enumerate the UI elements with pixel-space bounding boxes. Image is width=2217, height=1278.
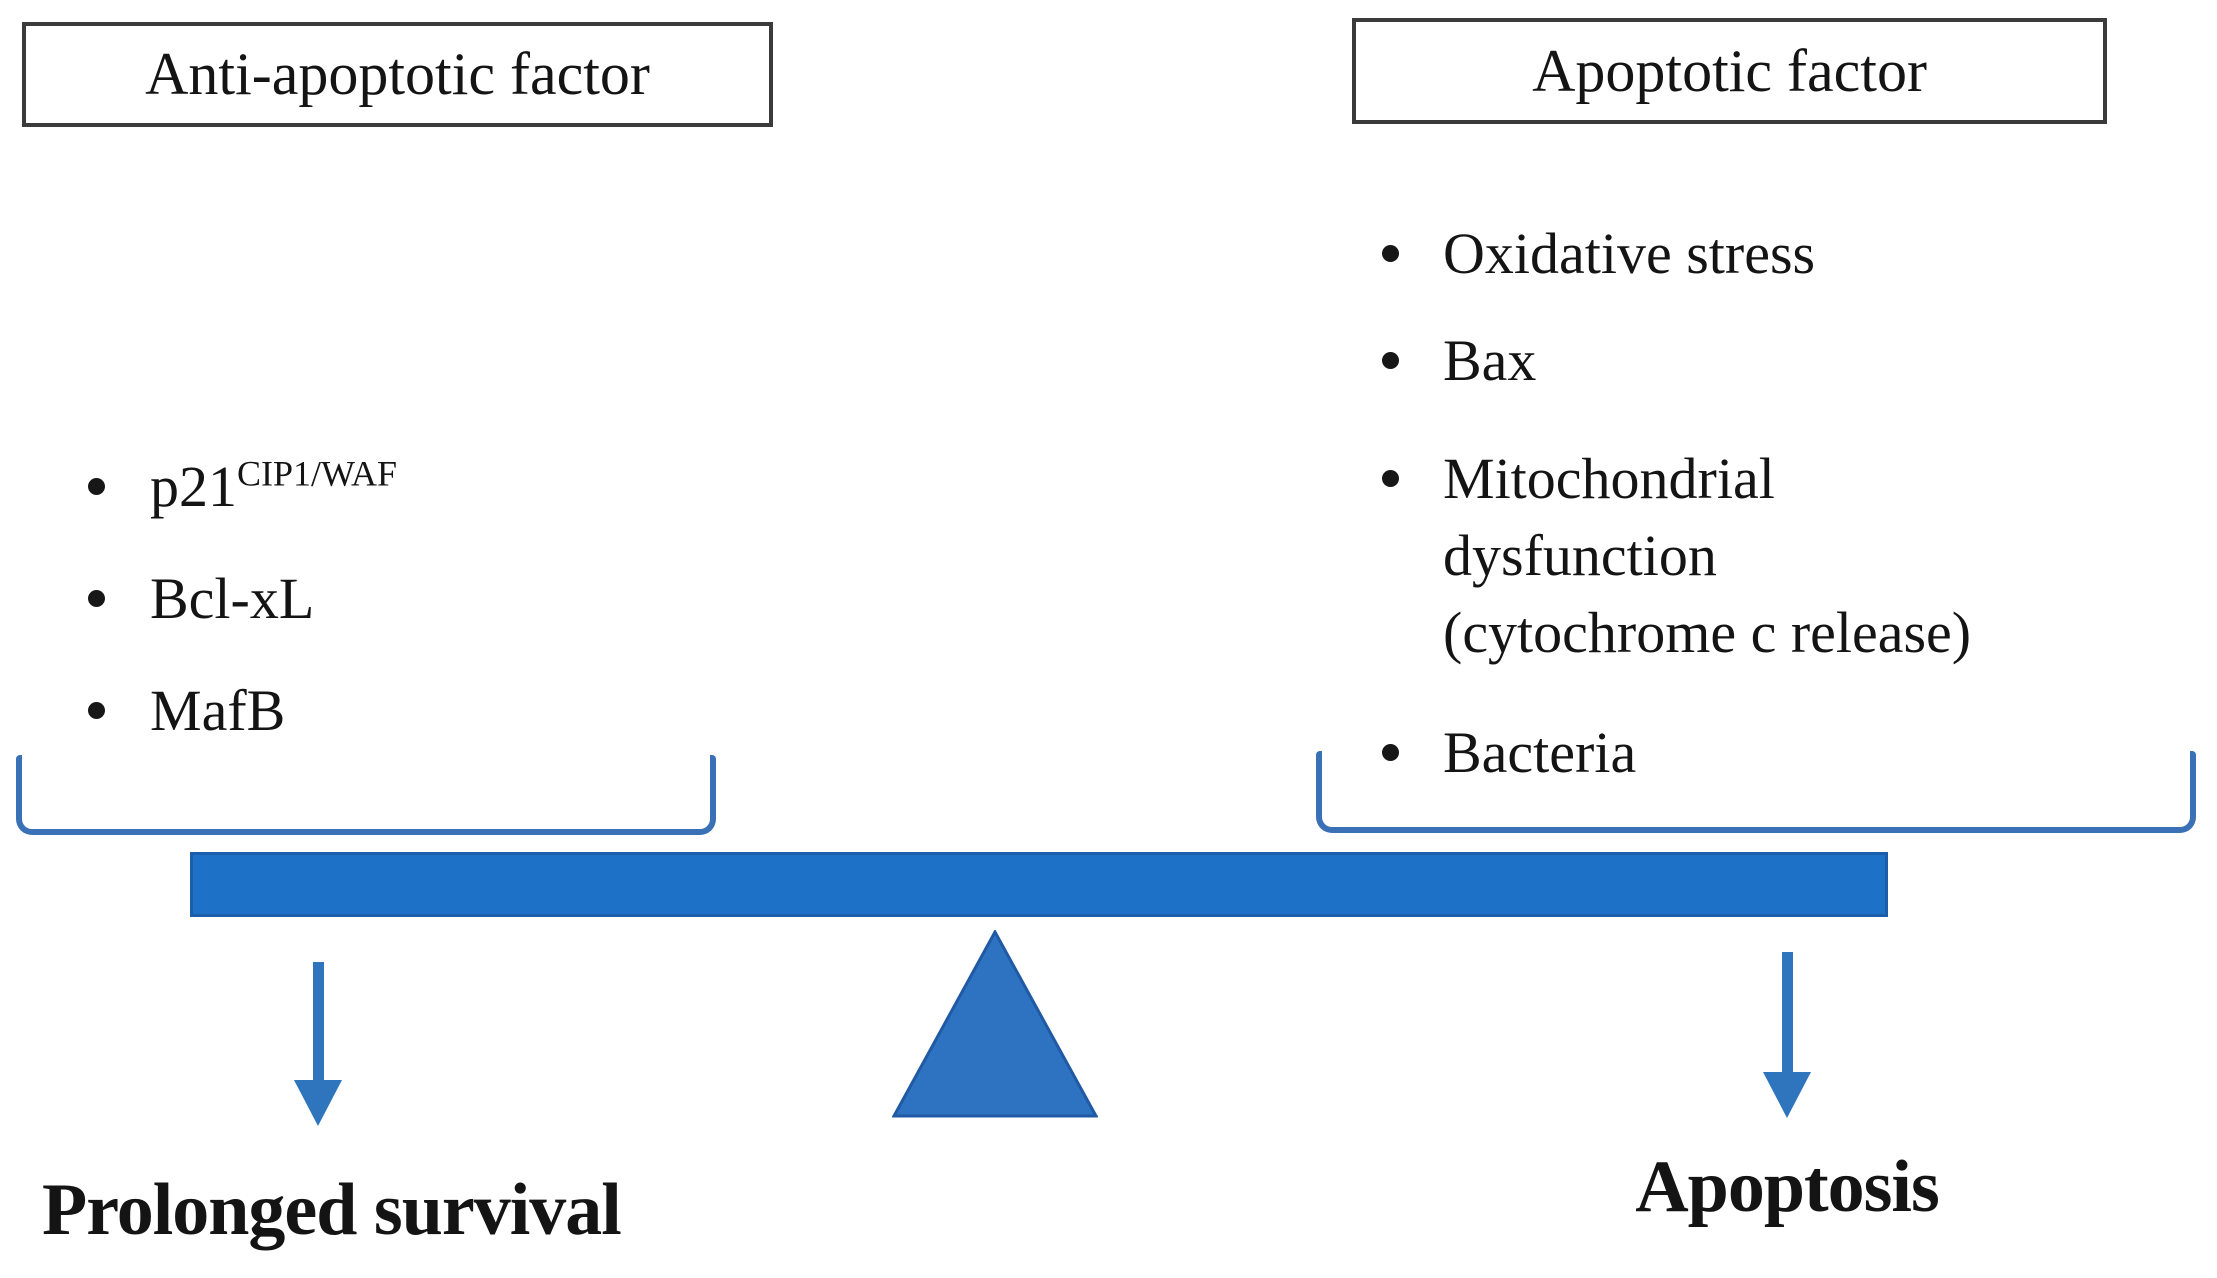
- down-arrow-icon: [294, 962, 342, 1126]
- bullet-dot-icon: [88, 478, 105, 495]
- anti-apoptotic-factor-label: Anti-apoptotic factor: [145, 41, 650, 107]
- superscript-label: CIP1/WAF: [237, 453, 398, 494]
- list-item-label: Bacteria: [1443, 720, 1637, 785]
- apoptotic-factor-box: Apoptotic factor: [1352, 18, 2107, 124]
- fulcrum-triangle-icon: [892, 930, 1098, 1118]
- list-item: p21CIP1/WAF: [88, 448, 397, 525]
- bullet-dot-icon: [1382, 744, 1399, 761]
- arrow-shaft: [312, 962, 324, 1080]
- list-item: Bcl-xL: [88, 560, 314, 637]
- fulcrum-triangle-shape: [892, 930, 1098, 1118]
- list-item: Bax: [1382, 322, 1536, 399]
- bullet-dot-icon: [88, 702, 105, 719]
- prolonged-survival-label: Prolonged survival: [42, 1169, 622, 1251]
- arrow-shaft: [1781, 952, 1793, 1072]
- list-item: Bacteria: [1382, 714, 1636, 791]
- down-arrow-icon: [1763, 952, 1811, 1118]
- list-item-label: Bax: [1443, 328, 1537, 393]
- anti-apoptotic-factor-box: Anti-apoptotic factor: [22, 22, 773, 127]
- balance-beam: [190, 852, 1888, 917]
- list-item: Oxidative stress: [1382, 215, 1815, 292]
- left-group-bracket-icon: [16, 755, 716, 835]
- list-item-label: Bcl-xL: [150, 566, 315, 631]
- bullet-dot-icon: [1382, 352, 1399, 369]
- bullet-dot-icon: [88, 590, 105, 607]
- arrow-head: [1763, 1072, 1811, 1118]
- list-item-label: Oxidative stress: [1443, 221, 1816, 286]
- apoptosis-label: Apoptosis: [1635, 1146, 1940, 1228]
- right-group-bracket-icon: [1316, 751, 2196, 833]
- list-item: Mitochondrial dysfunction (cytochrome c …: [1382, 440, 1971, 671]
- list-item-label: p21CIP1/WAF: [150, 453, 398, 519]
- bullet-dot-icon: [1382, 245, 1399, 262]
- list-item-label: Mitochondrial dysfunction (cytochrome c …: [1443, 446, 1972, 665]
- bullet-dot-icon: [1382, 470, 1399, 487]
- apoptotic-factor-label: Apoptotic factor: [1532, 37, 1927, 104]
- list-item-label: MafB: [150, 678, 286, 743]
- list-item: MafB: [88, 672, 285, 749]
- arrow-head: [294, 1080, 342, 1126]
